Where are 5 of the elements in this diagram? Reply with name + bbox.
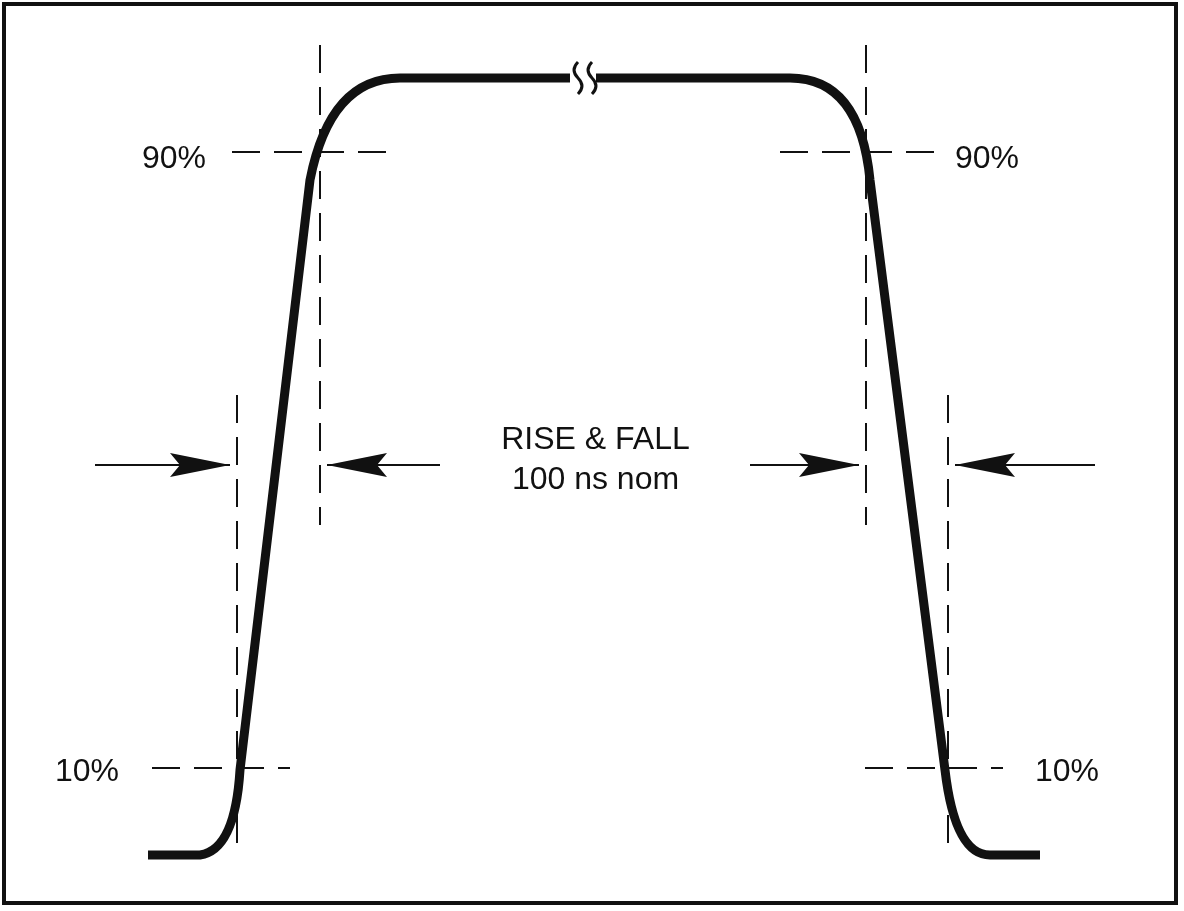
percent-label: 90% <box>142 138 207 177</box>
percent-label: 10% <box>55 751 120 790</box>
percent-label: 90% <box>955 138 1020 177</box>
percent-label: 10% <box>1035 751 1100 790</box>
annotation-text: RISE & FALL 100 ns nom <box>500 419 691 498</box>
